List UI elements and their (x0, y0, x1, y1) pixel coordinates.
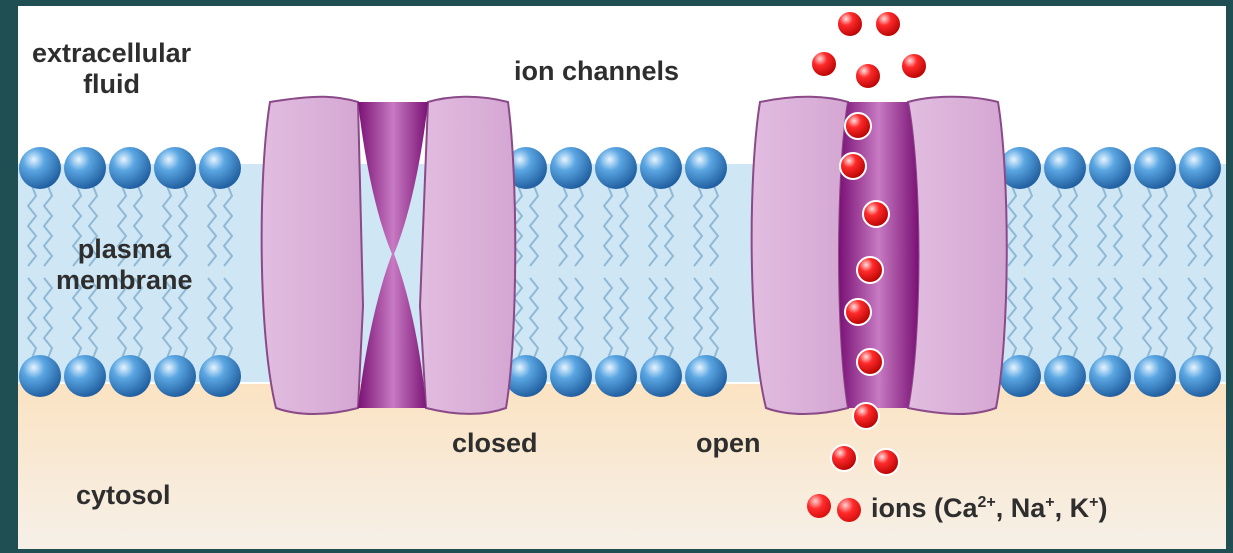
lipid-head (1134, 355, 1176, 397)
lipid-head (550, 355, 592, 397)
ion (863, 201, 889, 227)
lipid-head (154, 355, 196, 397)
ion (857, 257, 883, 283)
ion (853, 403, 879, 429)
lipid-head (1044, 147, 1086, 189)
ion (901, 53, 927, 79)
ion-channel-diagram (18, 6, 1226, 549)
open-label: open (696, 428, 761, 459)
ion-channels-label: ion channels (514, 56, 679, 87)
lipid-head (199, 355, 241, 397)
ion (857, 349, 883, 375)
lipid-head (640, 355, 682, 397)
lipid-head (999, 355, 1041, 397)
ion (845, 113, 871, 139)
ion (811, 51, 837, 77)
cytosol-label: cytosol (76, 480, 171, 511)
lipid-head (19, 355, 61, 397)
closed-channel-right-subunit (420, 97, 515, 414)
lipid-head (1089, 147, 1131, 189)
lipid-head (595, 147, 637, 189)
ion-legend-icon (805, 488, 865, 528)
extracellular-fluid-label: extracellularfluid (32, 38, 191, 100)
open-channel-right-subunit (908, 97, 1007, 414)
lipid-head (1089, 355, 1131, 397)
lipid-head (640, 147, 682, 189)
lipid-head (1179, 147, 1221, 189)
legend-suffix: ) (1099, 493, 1108, 523)
open-channel-left-subunit (752, 97, 848, 414)
legend-k-charge: + (1089, 494, 1098, 511)
lipid-head (595, 355, 637, 397)
ion (873, 449, 899, 475)
lipid-head (685, 355, 727, 397)
ion (831, 445, 857, 471)
lipid-head (19, 147, 61, 189)
lipid-head (685, 147, 727, 189)
closed-label: closed (452, 428, 538, 459)
lipid-head (199, 147, 241, 189)
lipid-head (1044, 355, 1086, 397)
ion (875, 11, 901, 37)
legend-na-charge: + (1045, 494, 1054, 511)
lipid-head (109, 355, 151, 397)
lipid-head (1179, 355, 1221, 397)
legend-ca-charge: 2+ (978, 494, 996, 511)
lipid-head (64, 147, 106, 189)
lipid-head (550, 147, 592, 189)
lipid-head (1134, 147, 1176, 189)
lipid-head (64, 355, 106, 397)
ions-legend-label: ions (Ca2+, Na+, K+) (871, 493, 1108, 524)
ion (845, 299, 871, 325)
legend-k: , K (1055, 493, 1090, 523)
membrane-core (18, 164, 1226, 382)
lipid-head (154, 147, 196, 189)
legend-na: , Na (996, 493, 1046, 523)
ion (837, 11, 863, 37)
lipid-head (109, 147, 151, 189)
legend-prefix: ions (Ca (871, 493, 978, 523)
ions-legend: ions (Ca2+, Na+, K+) (805, 488, 1108, 528)
ion (855, 63, 881, 89)
ion (840, 153, 866, 179)
closed-channel-left-subunit (262, 97, 363, 414)
